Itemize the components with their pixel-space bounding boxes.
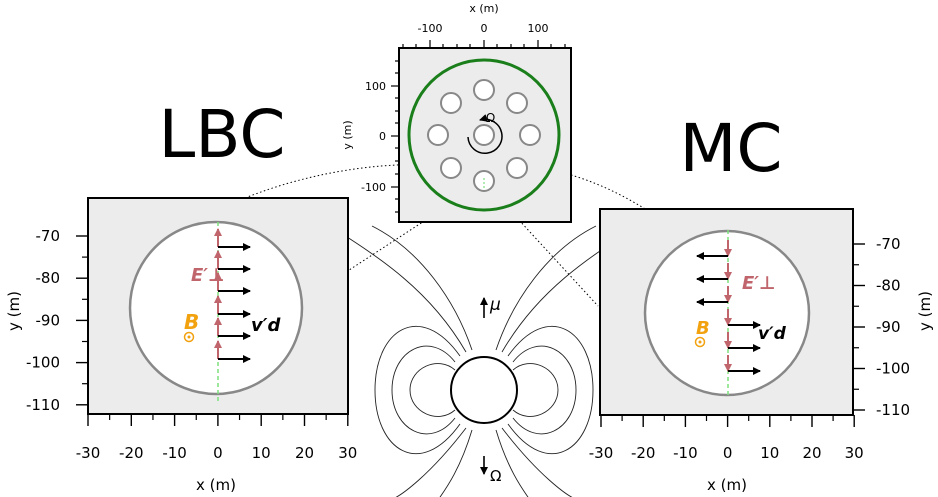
overview-x-axis-label: x (m) xyxy=(469,2,498,15)
x-tick-label: 10 xyxy=(252,444,271,462)
overview-x-tick: 0 xyxy=(481,22,488,35)
magnet-w xyxy=(427,124,449,146)
y-tick-label: -70 xyxy=(36,227,61,245)
overview-y-tick: 0 xyxy=(379,130,386,143)
x-tick-label: -20 xyxy=(631,444,656,462)
mc-y-axis-label: y (m) xyxy=(916,291,934,331)
x-tick-label: 10 xyxy=(760,444,779,462)
mc-x-axis-label: x (m) xyxy=(707,476,747,494)
lbc-y-ticks: -70 -80 -90 -100 -110 xyxy=(26,227,88,414)
lbc-b-dot-icon xyxy=(187,335,191,339)
x-tick-label: -20 xyxy=(119,444,144,462)
y-tick-label: -90 xyxy=(36,311,61,329)
y-tick-label: -100 xyxy=(876,360,910,378)
mc-v-drift-label: v′d xyxy=(758,324,787,344)
lbc-magnet-circle xyxy=(128,220,304,396)
magnet-s xyxy=(473,170,495,192)
y-tick-label: -80 xyxy=(36,269,61,287)
lbc-drift-arrows xyxy=(218,243,251,363)
x-tick-label: -30 xyxy=(589,444,614,462)
y-tick-label: -90 xyxy=(876,318,901,336)
x-tick-label: -10 xyxy=(162,444,187,462)
neutron-star xyxy=(450,356,518,424)
mc-e-perp-label: E′⊥ xyxy=(742,273,776,294)
lbc-b-out-of-page-icon xyxy=(183,331,195,343)
lbc-b-label: B xyxy=(184,310,199,334)
x-tick-label: 30 xyxy=(845,444,864,462)
lbc-x-ticks: -30 -20 -10 0 10 20 30 xyxy=(76,414,357,462)
magnet-n xyxy=(473,79,495,101)
outer-ring xyxy=(407,58,561,212)
lbc-title: LBC xyxy=(159,96,286,173)
mc-drift-arrows xyxy=(696,252,761,375)
x-tick-label: -10 xyxy=(673,444,698,462)
y-tick-label: -110 xyxy=(26,396,60,414)
y-tick-label: -70 xyxy=(876,235,901,253)
mc-b-out-of-page-icon xyxy=(694,336,706,348)
overview-left-ticks xyxy=(391,60,399,213)
magnet-nw xyxy=(440,92,462,114)
lbc-e-perp-label: E′⊥ xyxy=(191,265,225,286)
overview-x-tick: 100 xyxy=(528,22,549,35)
y-tick-label: -110 xyxy=(876,401,910,419)
mc-b-dot-icon xyxy=(698,340,702,344)
y-tick-label: -80 xyxy=(876,277,901,295)
x-tick-label: 20 xyxy=(802,444,821,462)
magnet-center xyxy=(473,124,495,146)
x-tick-label: 0 xyxy=(723,444,733,462)
magnet-ne xyxy=(506,92,528,114)
y-tick-label: -100 xyxy=(26,354,60,372)
x-tick-label: 20 xyxy=(295,444,314,462)
mu-label: μ xyxy=(489,295,501,315)
mc-y-ticks: -70 -80 -90 -100 -110 xyxy=(853,235,910,419)
mc-b-label: B xyxy=(696,318,710,339)
x-tick-label: 30 xyxy=(338,444,357,462)
lbc-v-drift-label: v′d xyxy=(251,315,281,336)
lbc-x-axis-label: x (m) xyxy=(196,476,236,494)
magnet-sw xyxy=(440,157,462,179)
mc-x-ticks: -30 -20 -10 0 10 20 30 xyxy=(589,415,864,462)
overview-y-tick: 100 xyxy=(365,80,386,93)
x-tick-label: -30 xyxy=(76,444,101,462)
overview-x-tick: -100 xyxy=(418,22,443,35)
lbc-y-axis-label: y (m) xyxy=(5,291,23,331)
overview-y-tick: -100 xyxy=(361,181,386,194)
rotation-arrow xyxy=(467,114,503,154)
x-tick-label: 0 xyxy=(213,444,223,462)
overview-y-axis-label: y (m) xyxy=(341,120,354,149)
overview-top-ticks xyxy=(402,40,566,48)
magnet-e xyxy=(519,124,541,146)
rotation-omega-label: Ω xyxy=(486,111,495,125)
magnet-circles xyxy=(427,79,541,192)
overview-panel: Ω x (m) -100 0 100 100 0 -100 y (m) xyxy=(341,2,572,223)
magnet-se xyxy=(506,157,528,179)
mc-title: MC xyxy=(679,110,782,187)
spin-omega-label: Ω xyxy=(490,467,501,485)
